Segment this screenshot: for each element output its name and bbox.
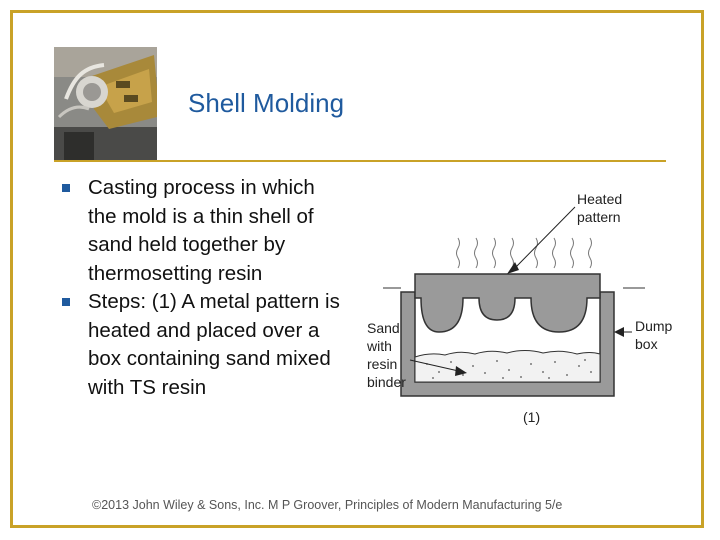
- bullet-item: Steps: (1) A metal pattern is heated and…: [62, 288, 342, 402]
- square-bullet-icon: [62, 298, 70, 306]
- bullet-item: Casting process in which the mold is a t…: [62, 174, 342, 288]
- title-divider: [54, 160, 666, 162]
- bullet-text: Casting process in which the mold is a t…: [88, 176, 315, 285]
- label-heated: Heated: [577, 191, 622, 207]
- slide-title: Shell Molding: [188, 88, 345, 118]
- sand-pointer: [409, 359, 464, 373]
- pattern-pointer: [512, 206, 576, 271]
- label-sand: Sand: [367, 320, 400, 336]
- heat-waves: [456, 237, 592, 269]
- figure-caption: (1): [523, 409, 540, 425]
- label-box: box: [635, 336, 658, 352]
- heated-pattern: [414, 273, 601, 333]
- bullet-text: Steps: (1) A metal pattern is heated and…: [88, 290, 340, 399]
- sand-resin-mix: [414, 350, 601, 383]
- label-with: with: [366, 338, 392, 354]
- label-resin: resin: [367, 356, 397, 372]
- label-pattern: pattern: [577, 209, 621, 225]
- bullet-list: Casting process in which the mold is a t…: [62, 174, 342, 402]
- square-bullet-icon: [62, 184, 70, 192]
- slide-border: [10, 10, 704, 528]
- shell-molding-diagram: Heated pattern Sand with resin binder Du…: [355, 182, 685, 432]
- copyright-footer: ©2013 John Wiley & Sons, Inc. M P Groove…: [92, 498, 563, 512]
- label-dump: Dump: [635, 318, 673, 334]
- machining-photo: [54, 47, 157, 160]
- label-binder: binder: [367, 374, 406, 390]
